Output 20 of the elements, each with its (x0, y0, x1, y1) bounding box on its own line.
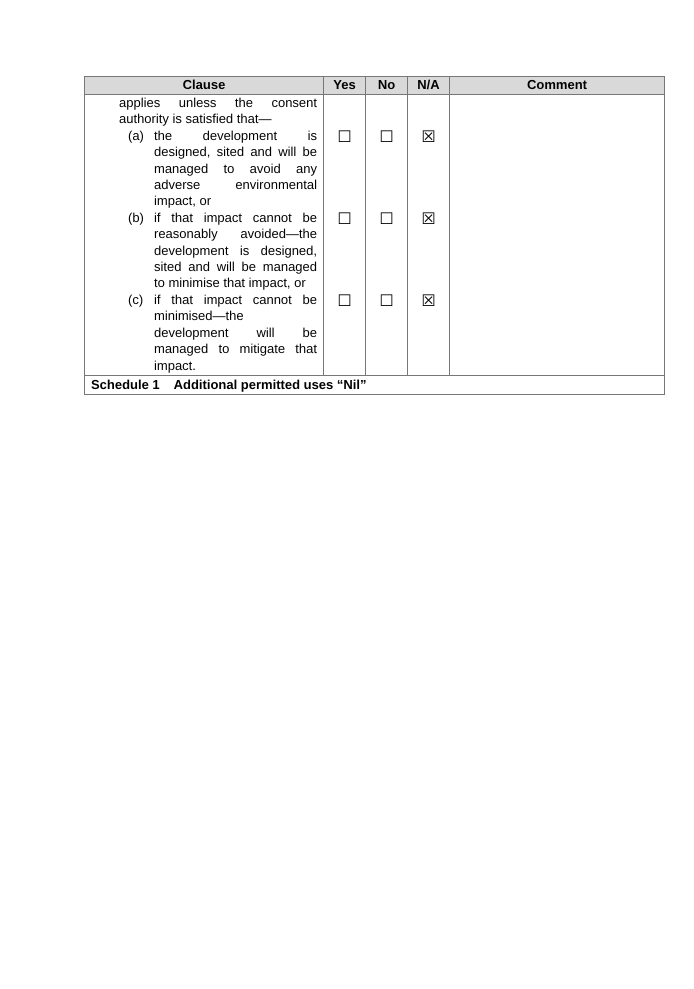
checkbox: ☐ (379, 210, 394, 227)
item-letter: (c) (128, 292, 144, 309)
checkbox: ☐ (337, 292, 352, 309)
clause-text: if that impact cannot be minimised—the development will be managed to mitigate that impact. (154, 292, 317, 374)
checkbox: ☐ (379, 128, 394, 145)
column-header: No (366, 76, 408, 94)
item-letter: (a) (128, 128, 145, 145)
checkbox: ☒ (421, 210, 436, 227)
checkbox: ☐ (337, 128, 352, 145)
schedule-title: Additional permitted uses “Nil” (174, 376, 366, 392)
column-header: Clause (84, 76, 324, 94)
checkbox: ☒ (421, 292, 436, 309)
checkbox: ☒ (421, 128, 436, 145)
checkbox: ☐ (379, 292, 394, 309)
column-header: Comment (450, 76, 664, 94)
checkbox: ☐ (337, 210, 352, 227)
schedule-number: Schedule 1 (91, 376, 160, 392)
column-header: N/A (408, 76, 450, 94)
item-letter: (b) (128, 210, 145, 227)
column-header: Yes (324, 76, 366, 94)
